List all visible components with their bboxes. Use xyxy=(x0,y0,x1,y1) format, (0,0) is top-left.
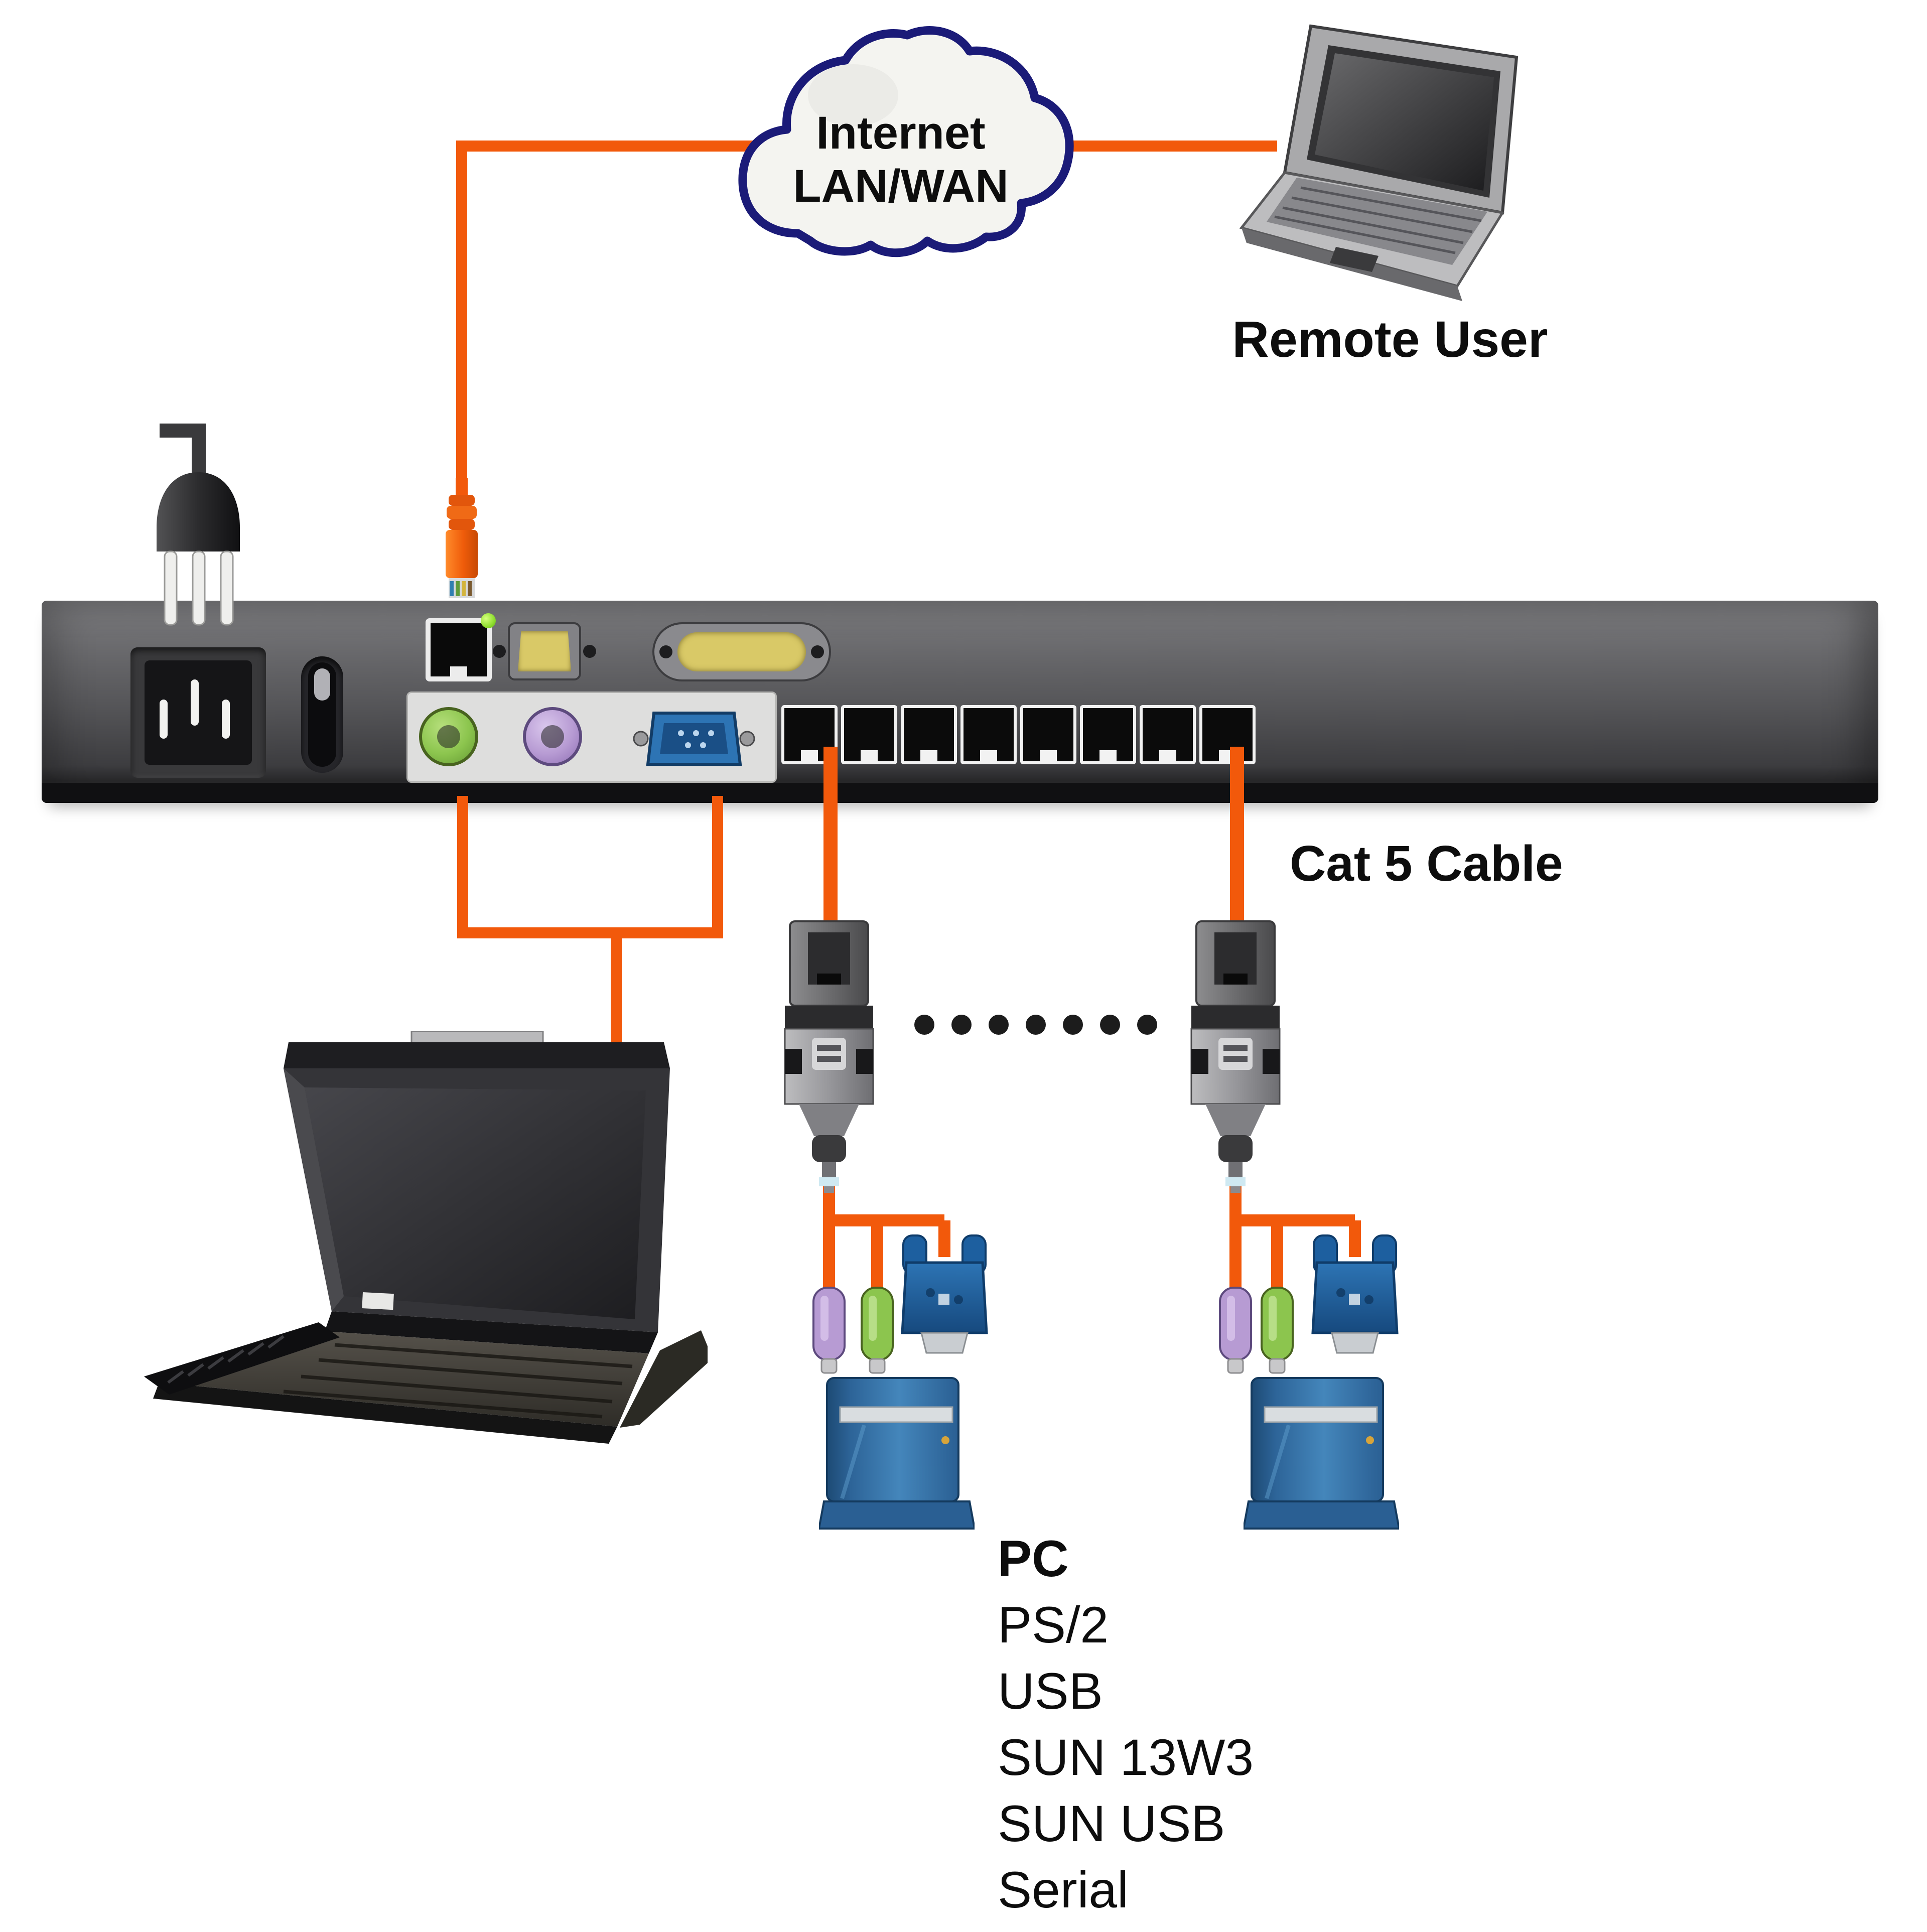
cat5-cable-label: Cat 5 Cable xyxy=(1290,836,1563,892)
splitter-cable-1 xyxy=(823,1180,950,1289)
power-inlet-port xyxy=(130,647,266,778)
power-pin xyxy=(191,679,199,726)
continuation-dot xyxy=(989,1015,1009,1035)
pc-label-line: USB xyxy=(998,1663,1103,1720)
cat5-port-5 xyxy=(1020,705,1076,764)
cloud-label-line2: LAN/WAN xyxy=(793,161,1009,212)
power-switch-highlight xyxy=(314,668,330,701)
db9-pin-field xyxy=(518,631,571,671)
continuation-dot xyxy=(951,1015,972,1035)
power-pin xyxy=(222,700,230,739)
link-led-icon xyxy=(481,613,496,628)
continuation-dot xyxy=(1100,1015,1120,1035)
cat5-port-6 xyxy=(1080,705,1136,764)
pc-tower-2 xyxy=(1244,1377,1399,1530)
screw-nut xyxy=(659,645,672,658)
cat5-port-8 xyxy=(1199,705,1256,764)
ps2-purple-connector-1 xyxy=(812,1287,846,1374)
lan-rj45-port xyxy=(426,613,496,681)
ps2-purple-connector-2 xyxy=(1219,1287,1252,1374)
power-pin xyxy=(160,700,168,739)
kvm-dongle-1 xyxy=(784,920,874,1193)
remote-user-label: Remote User xyxy=(1232,311,1548,368)
lan-cable-plug xyxy=(446,478,478,598)
vga-connector-2 xyxy=(1311,1234,1399,1354)
remote-user-laptop xyxy=(1239,24,1519,301)
power-plug-icon xyxy=(157,472,240,626)
cloud-label: Internet LAN/WAN xyxy=(728,106,1074,213)
pc-label-line: PC xyxy=(998,1530,1069,1587)
console-keyboard-ps2-port xyxy=(419,707,478,766)
continuation-dot xyxy=(914,1015,934,1035)
cloud-label-line1: Internet xyxy=(816,107,986,159)
serial-db9-port xyxy=(493,622,596,680)
pc-label-line: Serial xyxy=(998,1861,1129,1918)
screw-nut xyxy=(811,645,824,658)
lcd-console-drawer xyxy=(144,1031,708,1444)
pc-label-line: PS/2 xyxy=(998,1596,1109,1653)
ps2-green-connector-2 xyxy=(1261,1287,1294,1374)
db25-port xyxy=(652,622,831,681)
cat5-port-7 xyxy=(1140,705,1196,764)
rj45-jack xyxy=(431,623,487,676)
screw-nut xyxy=(493,645,506,658)
screw-nut xyxy=(583,645,596,658)
power-switch xyxy=(301,656,343,773)
console-cable-bracket xyxy=(457,796,723,938)
pc-label-line: SUN USB xyxy=(998,1795,1225,1852)
kvm-dongle-2 xyxy=(1190,920,1281,1193)
splitter-cable-2 xyxy=(1229,1180,1361,1289)
pc-label-line: SUN 13W3 xyxy=(998,1729,1254,1786)
continuation-dot xyxy=(1063,1015,1083,1035)
cat5-port-3 xyxy=(901,705,957,764)
internet-cloud xyxy=(738,26,1074,257)
power-cord xyxy=(160,424,206,482)
continuation-dot xyxy=(1137,1015,1157,1035)
continuation-dot xyxy=(1026,1015,1046,1035)
db25-pin-field xyxy=(677,632,806,671)
pc-tower-1 xyxy=(819,1377,975,1530)
ps2-green-connector-1 xyxy=(861,1287,894,1374)
cat5-port-2 xyxy=(841,705,897,764)
vga-connector-1 xyxy=(901,1234,988,1354)
cat5-port-4 xyxy=(960,705,1017,764)
pc-type-label-list: PC PS/2 USB SUN 13W3 SUN USB Serial xyxy=(998,1526,1254,1923)
local-console-port-panel xyxy=(406,692,777,783)
console-vga-port xyxy=(633,712,755,766)
console-mouse-ps2-port xyxy=(523,707,582,766)
kvm-switch-rear-panel xyxy=(42,601,1878,803)
